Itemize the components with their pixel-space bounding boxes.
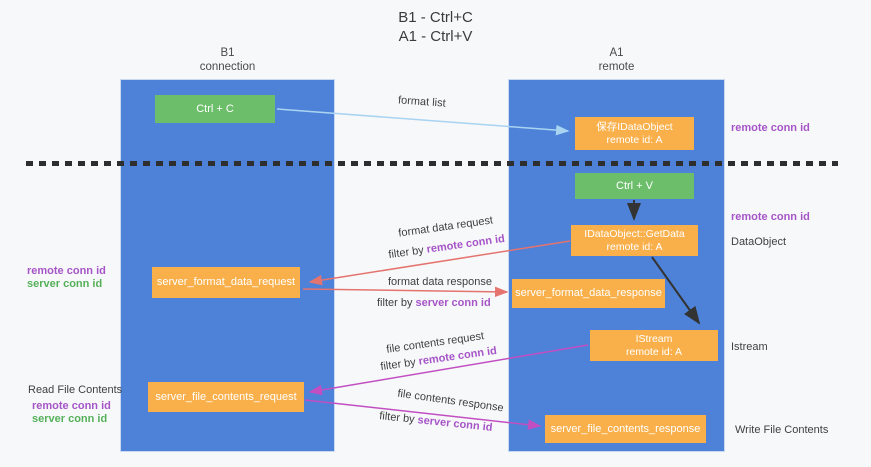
server-file-contents-response-label: server_file_contents_response bbox=[550, 422, 701, 435]
remote-conn-id-text: remote conn id bbox=[425, 232, 506, 256]
server-format-data-response-label: server_format_data_response bbox=[515, 287, 662, 299]
filter-by-text: filter by bbox=[387, 244, 425, 262]
ctrl-v-node: Ctrl + V bbox=[575, 173, 694, 199]
conn-id-pair-annotation-1: remote conn id server conn id bbox=[27, 265, 106, 291]
file-contents-response-label: file contents response bbox=[396, 387, 505, 415]
getdata-line1: IDataObject::GetData bbox=[584, 227, 685, 240]
istream-annotation: Istream bbox=[731, 341, 768, 353]
phase-separator-line bbox=[26, 161, 838, 166]
server-conn-id-annotation-left-1: server conn id bbox=[27, 278, 103, 290]
server-file-contents-response-node: server_file_contents_response bbox=[545, 415, 706, 443]
right-column-name: A1 bbox=[609, 47, 624, 59]
istream-node: IStream remote id: A bbox=[590, 330, 718, 361]
server-format-data-request-node: server_format_data_request bbox=[152, 267, 300, 298]
server-format-data-response-node: server_format_data_response bbox=[512, 279, 665, 308]
ctrl-c-node: Ctrl + C bbox=[155, 95, 275, 123]
server-file-contents-request-node: server_file_contents_request bbox=[148, 382, 304, 412]
istream-line1: IStream bbox=[635, 332, 673, 345]
left-column-header: B1 connection bbox=[120, 46, 335, 74]
istream-line2: remote id: A bbox=[625, 345, 683, 358]
server-conn-id-text: server conn id bbox=[415, 297, 491, 309]
save-idataobject-line1: 保存IDataObject bbox=[596, 120, 673, 133]
server-format-data-request-label: server_format_data_request bbox=[156, 276, 296, 288]
format-list-label: format list bbox=[397, 94, 447, 110]
read-file-contents-annotation: Read File Contents bbox=[28, 384, 123, 396]
ctrl-v-label: Ctrl + V bbox=[616, 179, 653, 192]
write-file-contents-annotation: Write File Contents bbox=[735, 424, 829, 436]
dataobject-annotation: DataObject bbox=[731, 236, 787, 248]
remote-conn-id-annotation-left-2: remote conn id bbox=[32, 400, 111, 412]
save-idataobject-line2: remote id: A bbox=[606, 133, 663, 146]
remote-conn-id-annotation-left-1: remote conn id bbox=[27, 265, 106, 277]
left-column-subtitle: connection bbox=[199, 61, 256, 73]
ctrl-c-label: Ctrl + C bbox=[196, 102, 234, 115]
remote-conn-id-annotation-top: remote conn id bbox=[731, 122, 810, 134]
title-line-1: B1 - Ctrl+C bbox=[398, 9, 473, 26]
filter-by-text: filter by bbox=[378, 410, 416, 426]
right-column-subtitle: remote bbox=[598, 61, 635, 73]
filter-by-text: filter by bbox=[377, 297, 413, 309]
left-column-name: B1 bbox=[220, 47, 235, 59]
filter-by-text: filter by bbox=[379, 356, 417, 374]
right-column-header: A1 remote bbox=[508, 46, 725, 74]
remote-conn-id-annotation-mid: remote conn id bbox=[731, 211, 810, 223]
save-idataobject-node: 保存IDataObject remote id: A bbox=[575, 117, 694, 150]
idataobject-getdata-node: IDataObject::GetData remote id: A bbox=[571, 225, 698, 256]
server-conn-id-annotation-left-2: server conn id bbox=[32, 413, 108, 425]
server-conn-id-text: server conn id bbox=[416, 414, 493, 434]
getdata-line2: remote id: A bbox=[606, 240, 663, 253]
title-line-2: A1 - Ctrl+V bbox=[398, 28, 473, 45]
format-data-response-label: format data response bbox=[388, 276, 492, 288]
conn-id-pair-annotation-2: remote conn id server conn id bbox=[32, 400, 111, 426]
server-file-contents-request-label: server_file_contents_request bbox=[155, 390, 297, 403]
diagram-title: B1 - Ctrl+C A1 - Ctrl+V bbox=[0, 8, 871, 46]
